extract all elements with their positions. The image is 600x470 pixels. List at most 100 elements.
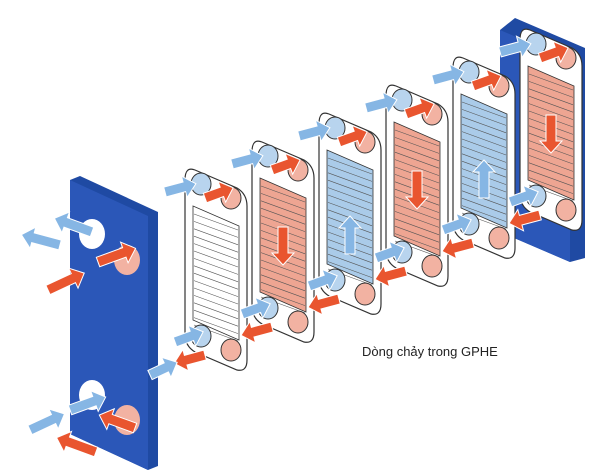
arrow-shape [440,212,472,236]
corrugation-line [260,207,306,225]
arrow-shape [270,226,296,266]
arrow-shape [471,159,497,199]
arrow-shape [404,170,430,210]
hot-flow-arrow [270,226,296,266]
arrow-shape [202,180,234,204]
corrugation-line [461,197,507,215]
arrow-shape [307,292,341,316]
hot-flow-arrow [98,407,138,434]
arrow-shape [441,236,475,260]
corrugation-line [327,179,373,197]
cold-flow-arrow [431,63,465,87]
arrow-shape [239,296,271,320]
arrow-shape [269,152,301,176]
corrugation-line [327,261,373,278]
arrow-shape [297,119,331,143]
corrugation-line [260,274,306,292]
corrugation-line [528,73,574,91]
corrugation-line [193,287,239,305]
cold-flow-arrow [163,175,197,199]
hot-flow-arrow [45,267,85,296]
corrugation-line [327,165,373,182]
corrugation-line [528,103,574,120]
corrugation-line [193,302,239,320]
corrugation-line [327,202,373,219]
plate-cold [452,56,516,259]
corrugation-line [193,309,239,327]
arrow-shape [431,63,465,87]
corrugation-line [528,147,574,165]
corrugation-line [260,259,306,277]
hot-flow-arrow [307,292,341,316]
arrow-shape [95,241,137,268]
corrugation-line [394,203,440,221]
corrugation-line [394,233,440,250]
corrugation-line [461,205,507,222]
corrugation-line [461,131,507,148]
arrow-shape [508,208,542,232]
corrugation-line [528,95,574,113]
hot-flow-arrow [403,96,435,120]
cold-flow-arrow [239,296,271,320]
corrugation-line [394,225,440,243]
plate-hot [519,28,583,231]
flow-arrows [163,35,569,372]
arrow-shape [337,215,363,255]
cold-flow-arrow [297,119,331,143]
cold-flow-arrow [67,389,107,416]
cold-flow-arrow [53,211,95,238]
hot-flow-arrow [173,348,207,372]
cold-flow-arrow [147,356,178,381]
corrugation-line [193,317,239,334]
corrugation-line [260,185,306,203]
corrugation-line [193,243,239,260]
hot-flow-arrow [538,114,564,154]
plate-port [555,198,577,222]
arrow-shape [537,40,569,64]
arrow-shape [373,240,405,264]
corrugation-line [528,169,574,187]
arrow-shape [147,356,178,381]
corrugation-line [394,144,440,162]
corrugation-line [193,235,239,253]
hot-flow-arrow [55,430,99,458]
corrugation-line [193,265,239,283]
cold-flow-arrow [337,215,363,255]
cold-flow-arrow [230,147,264,171]
corrugation-line [260,200,306,218]
corrugation-line [260,289,306,306]
plate-port [421,254,443,278]
corrugation-line [461,190,507,208]
cold-flow-arrow [373,240,405,264]
hot-flow-arrow [404,170,430,210]
plate-port [220,338,242,362]
corrugation-line [260,215,306,232]
corrugation-line [260,267,306,284]
corrugation-line [327,172,373,190]
arrow-shape [27,408,66,436]
corrugation-line [528,155,574,172]
corrugation-line [461,101,507,119]
corrugation-line [461,146,507,163]
corrugation-line [528,88,574,106]
corrugation-line [327,187,373,204]
corrugation-line [528,81,574,98]
arrow-shape [173,348,207,372]
arrow-shape [498,35,532,59]
cold-flow-arrow [20,226,62,251]
hot-flow-arrow [374,264,408,288]
corrugation-line [461,123,507,141]
corrugation-line [193,221,239,238]
corrugation-line [394,211,440,228]
hot-flow-arrow [95,241,137,268]
cold-flow-arrow [471,159,497,199]
arrow-shape [20,226,62,251]
cold-flow-arrow [172,324,204,348]
cold-flow-arrow [507,184,539,208]
hot-flow-arrow [336,124,368,148]
arrow-shape [306,268,338,292]
corrugation-line [193,258,239,275]
diagram-caption: Dòng chảy trong GPHE [362,344,498,359]
arrow-shape [364,91,398,115]
